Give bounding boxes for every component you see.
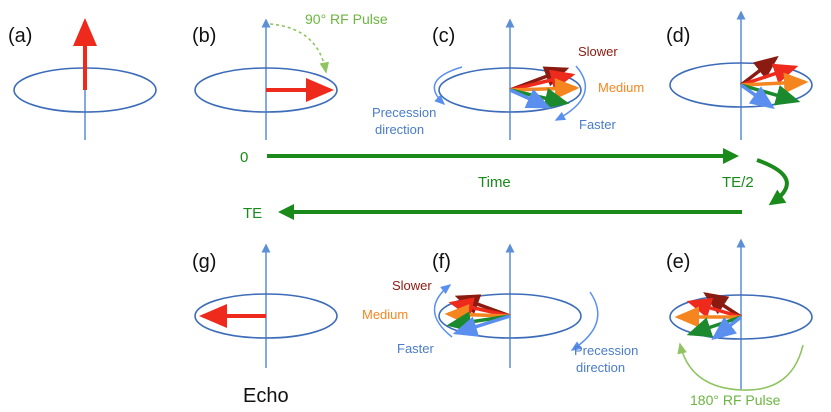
medium-label: Medium [362,307,408,322]
precession-ellipse [438,67,582,113]
panel-c: (c) Slower Medium Faster Precession dire… [372,18,644,140]
precession-arc-left [433,66,463,106]
medium-label: Medium [598,80,644,95]
precession-ellipse [669,294,813,340]
panel-d: (d) [666,10,813,140]
faster-spin-vector [739,83,775,110]
precession-ellipse [194,293,338,339]
precession-label-line1: Precession [574,343,638,358]
red-spin-vector [509,69,576,92]
red-spin-vector [740,63,799,87]
precession-label-line1: Precession [372,105,436,120]
rf-pulse-arc [269,23,329,74]
faster-spin-vector [452,314,511,337]
slower-spin-vector [739,55,779,87]
faster-spin-vector [711,315,743,341]
echo-label: Echo [243,385,289,407]
rf-pulse-180-arc [677,342,804,391]
slower-spin-vector [703,292,742,319]
refocus-curve-arrow [756,158,789,206]
panel-label-c: (c) [432,25,455,47]
slower-label: Slower [578,44,618,59]
medium-spin-vector [740,72,809,94]
timeline: 0 Time TE/2 TE [240,148,789,222]
half-te-label: TE/2 [722,174,754,191]
panel-label-f: (f) [432,251,451,273]
panel-label-b: (b) [192,25,216,47]
medium-spin-vector [509,78,580,100]
green-spin-vector [686,315,742,338]
panel-label-e: (e) [666,251,690,273]
panel-e: (e) 180° RF Pulse [666,238,813,408]
rf-pulse-180-label: 180° RF Pulse [690,392,781,408]
precession-ellipse [669,62,813,108]
panel-label-a: (a) [8,25,32,47]
te-label: TE [243,205,262,222]
faster-label: Faster [579,117,617,132]
timeline-start-label: 0 [240,149,248,166]
slower-label: Slower [392,278,432,293]
panel-a: (a) [8,18,157,140]
panel-f: (f) Slower Medium Faster Precession dire… [362,243,638,375]
precession-label-line2: direction [576,360,625,375]
precession-arc-left [433,284,453,338]
panel-label-g: (g) [192,251,216,273]
precession-ellipse [194,67,338,113]
panel-g: (g) Echo [192,243,338,407]
red-spin-vector [686,297,742,319]
faster-label: Faster [397,341,435,356]
panel-b: (b) 90° RF Pulse [192,11,388,140]
precession-ellipse [438,293,582,339]
precession-label-line2: direction [375,122,424,137]
panel-label-d: (d) [666,25,690,47]
precession-arc-right [570,291,599,351]
time-label: Time [478,174,511,191]
rf-pulse-90-label: 90° RF Pulse [305,11,388,27]
precession-arc-right [554,65,587,121]
faster-spin-vector [509,88,552,109]
